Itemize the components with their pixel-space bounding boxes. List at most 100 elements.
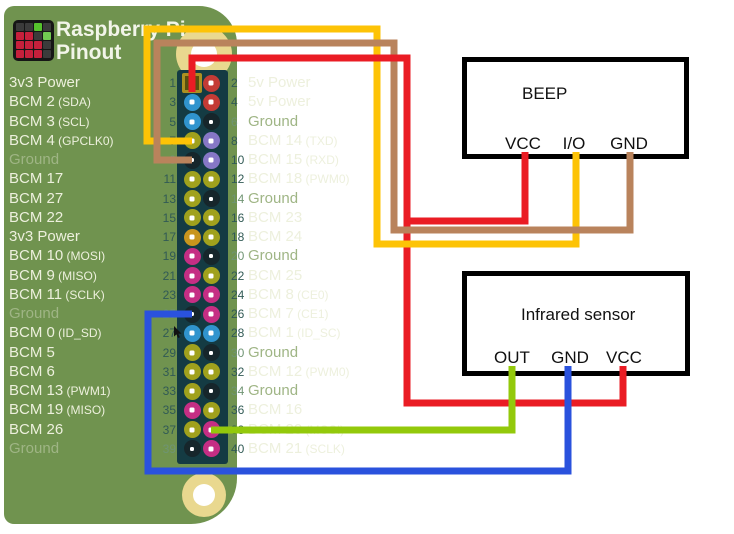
pin-label-39[interactable]: Ground [9,439,60,457]
pin-label-18[interactable]: BCM 24 [248,228,303,246]
pin-15[interactable] [183,209,201,227]
pin-label-37[interactable]: BCM 26 [9,420,64,438]
pin-10[interactable] [202,151,220,169]
pin-number-20: 20 [231,249,245,264]
pin-label-1[interactable]: 3v3 Power [9,74,80,91]
pin-1[interactable] [182,73,202,93]
pin-23[interactable] [183,286,201,304]
pin-label-40[interactable]: BCM 21 (SCLK) [248,439,345,457]
pin-2[interactable] [202,74,220,92]
pin-label-38[interactable]: BCM 20 (MOSI) [248,420,345,438]
pin-label-7[interactable]: BCM 4 (GPCLK0) [9,131,114,149]
pin-number-30: 30 [231,345,245,360]
pin-label-16[interactable]: BCM 23 [248,208,303,226]
pin-8[interactable] [202,132,220,150]
pin-32[interactable] [202,363,220,381]
pin-24[interactable] [202,286,220,304]
pin-label-19[interactable]: BCM 10 (MOSI) [9,247,106,265]
pin-label-28[interactable]: BCM 1 (ID_SC) [248,324,341,342]
pin-label-23[interactable]: BCM 11 (SCLK) [9,285,105,303]
pin-33[interactable] [183,382,201,400]
raspberry-pi-logo-icon [13,20,54,61]
pin-number-25: 25 [162,307,176,322]
pin-20[interactable] [202,247,220,265]
pin-30[interactable] [202,344,220,362]
pin-label-2[interactable]: 5v Power [248,74,311,91]
pin-label-21[interactable]: BCM 9 (MISO) [9,266,97,284]
pin-number-2: 2 [231,76,238,90]
pin-13[interactable] [183,190,201,208]
pin-label-12[interactable]: BCM 18 (PWM0) [248,170,350,188]
pin-label-11[interactable]: BCM 17 [9,170,64,188]
pin-3[interactable] [183,93,201,111]
pin-label-13[interactable]: BCM 27 [9,189,64,207]
pin-label-8[interactable]: BCM 14 (TXD) [248,131,338,149]
pin-label-3[interactable]: BCM 2 (SDA) [9,93,91,111]
pin-label-30[interactable]: Ground [248,343,299,361]
pin-27[interactable] [183,324,201,342]
pin-6[interactable] [202,113,220,131]
pin-36[interactable] [202,401,220,419]
pin-number-16: 16 [231,210,245,225]
pin-5[interactable] [183,113,201,131]
pin-29[interactable] [183,344,201,362]
pin-label-5[interactable]: BCM 3 (SCL) [9,112,90,130]
device-name-infrared-sensor: Infrared sensor [521,305,636,324]
pin-number-34: 34 [231,384,245,399]
pin-14[interactable] [202,190,220,208]
pin-9[interactable] [183,151,201,169]
logo-cell [25,32,33,40]
pin-39[interactable] [183,440,201,458]
pin-number-9: 9 [169,153,176,168]
pin-number-11: 11 [163,172,176,187]
pin-label-34[interactable]: Ground [248,382,299,400]
pin-label-36[interactable]: BCM 16 [248,401,303,419]
pin-25[interactable] [183,305,201,323]
pin-label-22[interactable]: BCM 25 [248,266,303,284]
pin-label-20[interactable]: Ground [248,247,299,265]
pin-21[interactable] [183,267,201,285]
pin-label-17[interactable]: 3v3 Power [9,228,80,246]
pin-label-6[interactable]: Ground [248,112,299,130]
pin-28[interactable] [202,324,220,342]
pin-17[interactable] [183,228,201,246]
pin-number-3: 3 [169,95,176,110]
pin-19[interactable] [183,247,201,265]
pin-26[interactable] [202,305,220,323]
pin-label-33[interactable]: BCM 13 (PWM1) [9,382,111,400]
pin-label-4[interactable]: 5v Power [248,93,311,111]
pin-label-15[interactable]: BCM 22 [9,208,64,226]
pin-18[interactable] [202,228,220,246]
pin-31[interactable] [183,363,201,381]
pin-40[interactable] [202,440,220,458]
pin-34[interactable] [202,382,220,400]
pin-12[interactable] [202,170,220,188]
pin-label-14[interactable]: Ground [248,189,299,207]
pin-label-9[interactable]: Ground [9,151,60,169]
pin-label-31[interactable]: BCM 6 [9,362,55,380]
pin-number-12: 12 [231,172,245,187]
pin-number-32: 32 [231,364,245,379]
pin-label-32[interactable]: BCM 12 (PWM0) [248,362,350,380]
pin-label-26[interactable]: BCM 7 (CE1) [248,305,329,323]
pin-number-39: 39 [162,441,176,456]
pin-label-24[interactable]: BCM 8 (CE0) [248,285,329,303]
pin-number-36: 36 [231,403,245,418]
pin-22[interactable] [202,267,220,285]
pin-38[interactable] [202,421,220,439]
pin-number-17: 17 [162,230,176,245]
pin-35[interactable] [183,401,201,419]
pin-37[interactable] [183,421,201,439]
pin-4[interactable] [202,93,220,111]
pin-number-29: 29 [162,345,176,360]
pin-16[interactable] [202,209,220,227]
pin-label-27[interactable]: BCM 0 (ID_SD) [9,324,102,342]
pin-label-25[interactable]: Ground [9,305,60,323]
pin-11[interactable] [183,170,201,188]
terminal-beep-io: I/O [562,134,586,153]
pin-label-29[interactable]: BCM 5 [9,343,55,361]
pin-7[interactable] [183,132,201,150]
pin-label-35[interactable]: BCM 19 (MISO) [9,401,106,419]
mounting-hole-bottom-center [193,484,215,506]
pin-label-10[interactable]: BCM 15 (RXD) [248,151,339,169]
